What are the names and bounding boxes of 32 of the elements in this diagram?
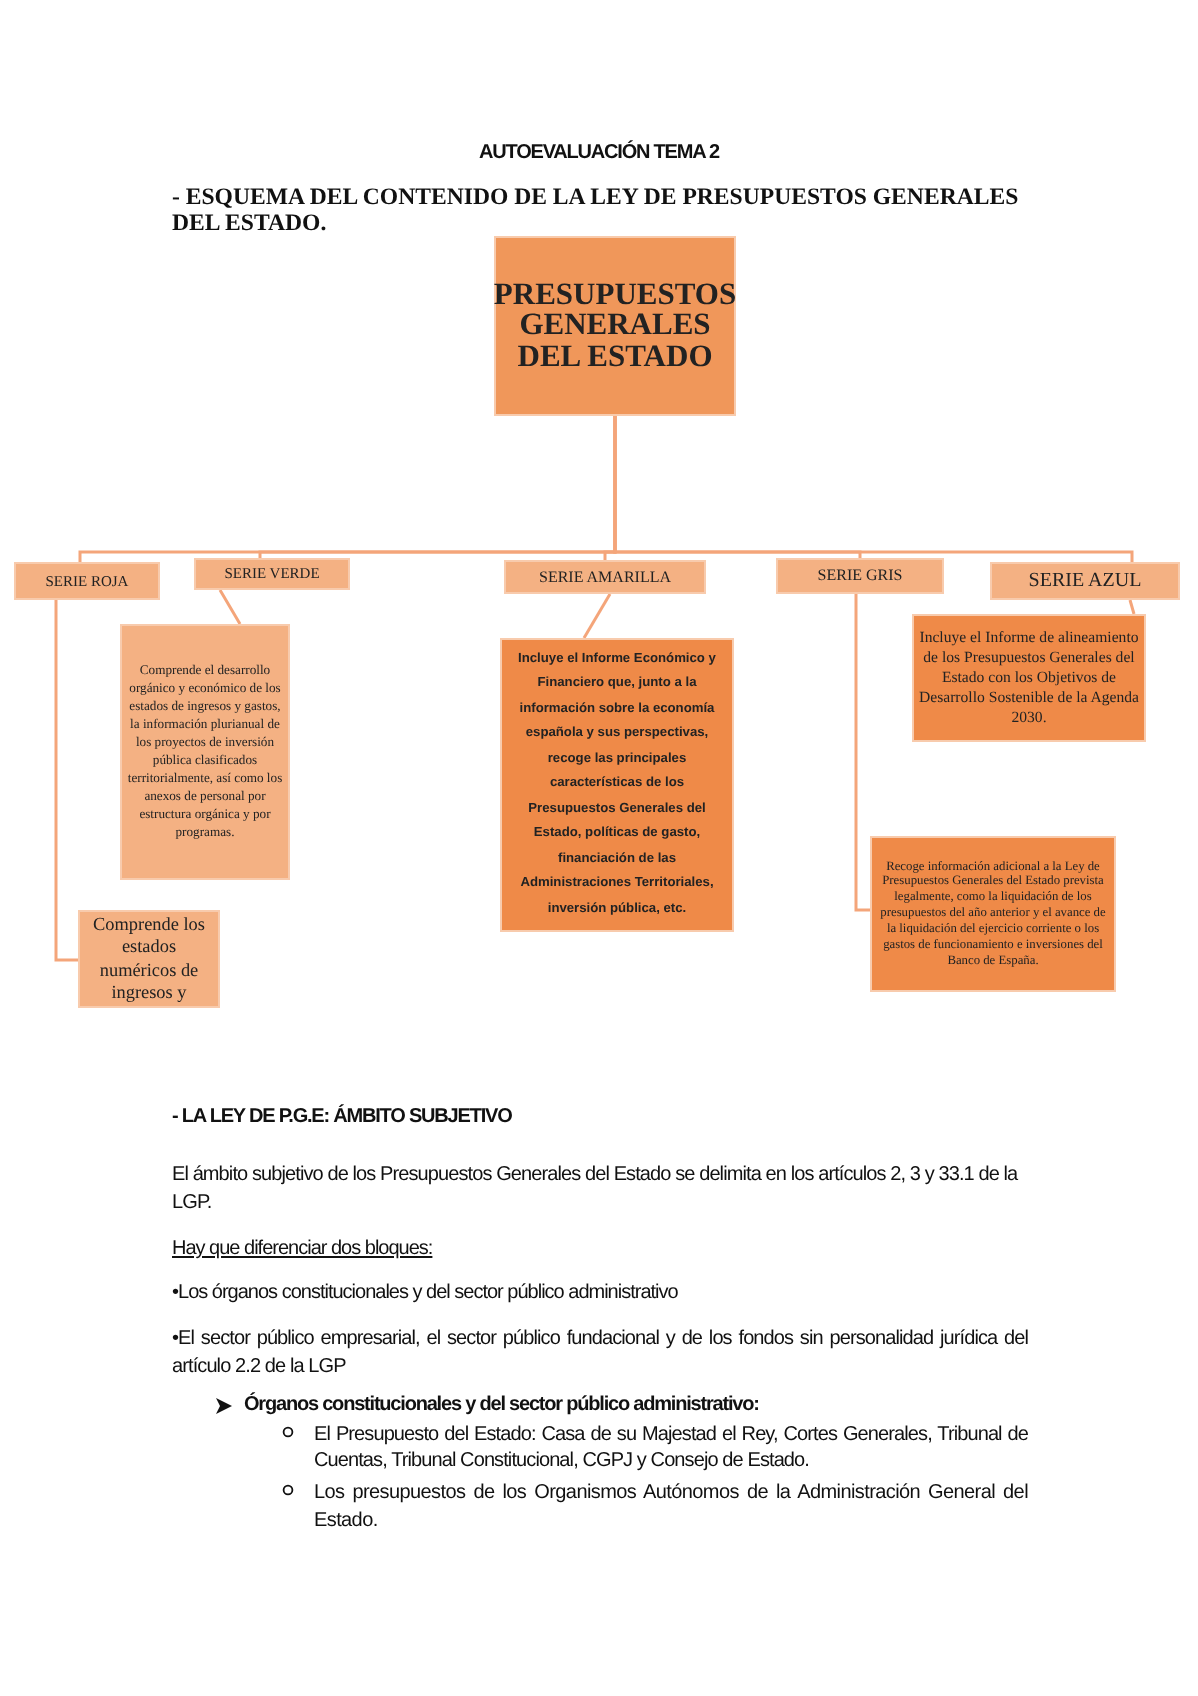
paragraph: El ámbito subjetivo de los Presupuestos Generales del Estado se delimita en los artículos 2, 3 y 33.1 de la LGP. [172, 1162, 1020, 1218]
section-heading: - LA LEY DE P.G.E: ÁMBITO SUBJETIVO [172, 1106, 514, 1130]
connector-line [54, 600, 78, 962]
connector-line [1128, 599, 1136, 615]
paragraph: Hay que diferenciar dos bloques: [172, 1238, 435, 1262]
series-box [776, 558, 944, 594]
connector-line [582, 593, 612, 639]
series-box [194, 558, 350, 590]
list-item: El Presupuesto del Estado: Casa de su Majestad el Rey, Cortes Generales, Tribunal de Cuentas, Tribunal Constitucional, CGPJ y Consejo de Estado. [314, 1422, 1028, 1475]
box-text: SERIE GRIS [817, 568, 903, 584]
box-text: SERIE AZUL [1028, 571, 1142, 591]
connector-line [613, 416, 1134, 562]
connector-line [218, 589, 242, 625]
bullet-item: •Los órganos constitucionales y del sector público administrativo [172, 1282, 680, 1306]
description-box [912, 614, 1146, 742]
description-box [870, 836, 1116, 992]
list-heading: Órganos constitucionales y del sector público administrativo: [244, 1394, 761, 1418]
list-item: Los presupuestos de los Organismos Autónomos de la Administración General del Estado. [314, 1480, 1028, 1536]
connector-line [854, 594, 870, 912]
description-box [78, 910, 220, 1008]
description-box [500, 638, 734, 932]
box-text: PRESUPUESTOS GENERALES DEL ESTADO [493, 279, 737, 373]
page-title: AUTOEVALUACIÓN TEMA 2 [477, 142, 722, 164]
title-box [494, 236, 736, 416]
box-text: Comprende los estados numéricos de ingresos y [91, 914, 207, 1004]
series-box [14, 562, 160, 600]
section-heading: - ESQUEMA DEL CONTENIDO DE LA LEY DE PRESUPUESTOS GENERALES DEL ESTADO. [172, 184, 1021, 236]
box-text: SERIE AMARILLA [539, 569, 671, 585]
series-box [504, 560, 706, 594]
series-box [990, 562, 1180, 600]
bullet-item: •El sector público empresarial, el sector público fundacional y de los fondos sin personalidad jurídica del artículo 2.2 de la LGP [172, 1326, 1028, 1382]
description-box [120, 624, 290, 880]
